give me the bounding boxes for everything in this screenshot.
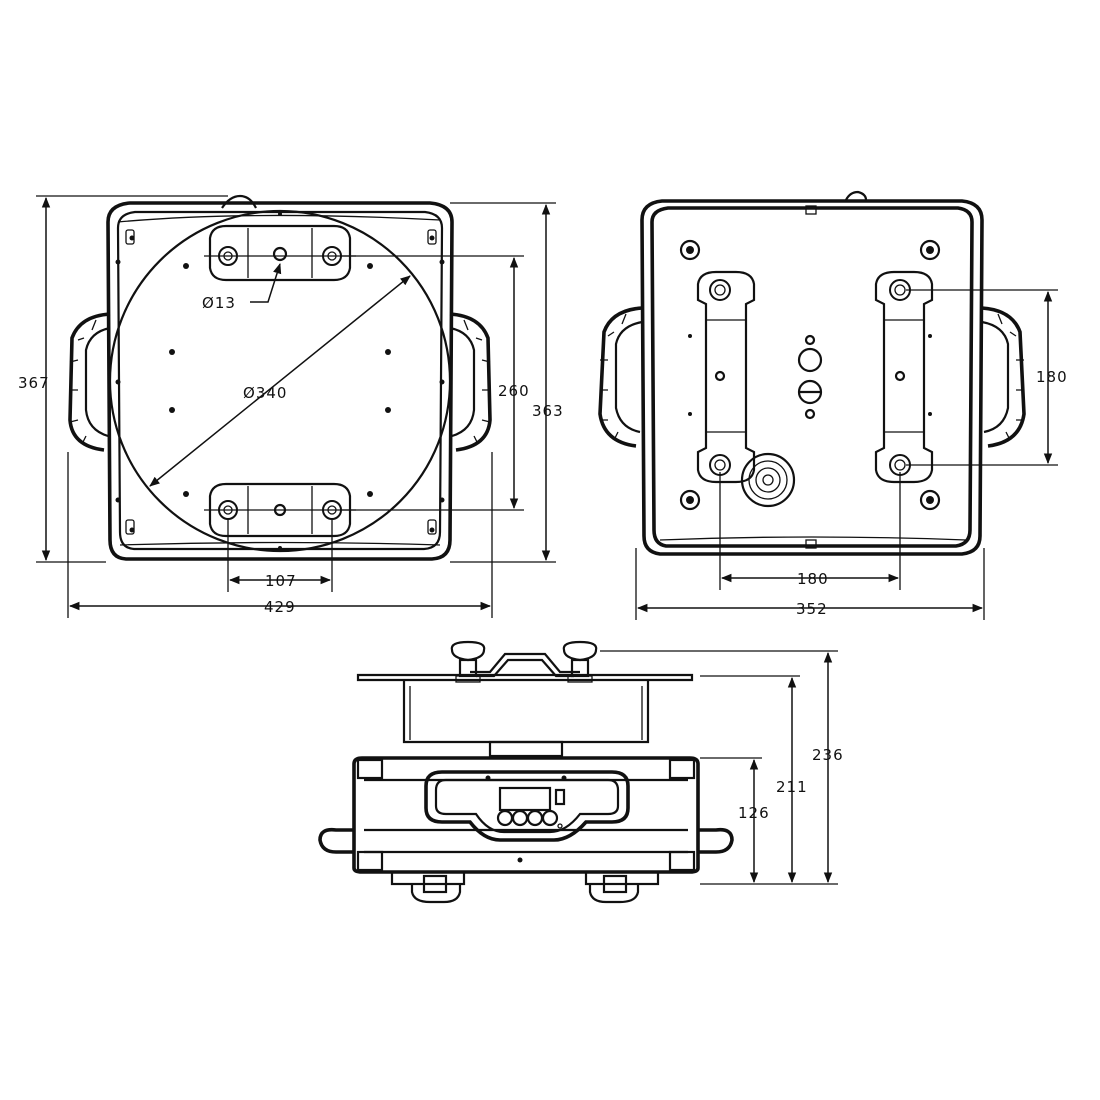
dim-hole-spacing-vertical: 260 [498, 382, 530, 400]
left-handle-bottom-view [598, 306, 643, 448]
left-omega-bracket [696, 270, 756, 484]
left-handle [68, 312, 111, 452]
right-handle-bottom-view [981, 306, 1026, 448]
dim-side-plate-height: 211 [776, 778, 808, 796]
fan-grille [740, 452, 796, 508]
bottom-view: 180 180 352 [598, 190, 1068, 620]
top-knobs [450, 640, 598, 683]
dim-top-height-inner: 363 [532, 402, 564, 420]
dim-side-total-height: 236 [812, 746, 844, 764]
dim-bracket-spacing-vertical: 180 [1036, 368, 1068, 386]
dim-plate-diameter: Ø340 [243, 384, 287, 402]
dim-side-body-height: 126 [738, 804, 770, 822]
mounting-plate [108, 209, 452, 553]
bottom-feet [390, 870, 660, 904]
center-features [797, 334, 823, 420]
dim-bottom-width: 352 [796, 600, 828, 618]
corner-feet [679, 239, 941, 511]
control-panel [424, 770, 630, 842]
dim-bracket-spacing-horizontal: 180 [797, 570, 829, 588]
dim-plate-diameter-value: 340 [256, 384, 288, 402]
top-view: 367 363 260 Ø340 Ø13 107 429 [18, 194, 564, 618]
dim-top-height-outer: 367 [18, 374, 50, 392]
dim-hole-spacing-horizontal: 107 [265, 572, 297, 590]
dim-hole-diameter-value: 13 [215, 294, 236, 312]
dim-hole-diameter: Ø13 [202, 294, 236, 312]
side-view: 236 211 126 [318, 640, 844, 904]
right-handle [449, 312, 492, 452]
right-omega-bracket [874, 270, 934, 484]
dim-top-width: 429 [264, 598, 296, 616]
top-bracket [208, 224, 352, 282]
